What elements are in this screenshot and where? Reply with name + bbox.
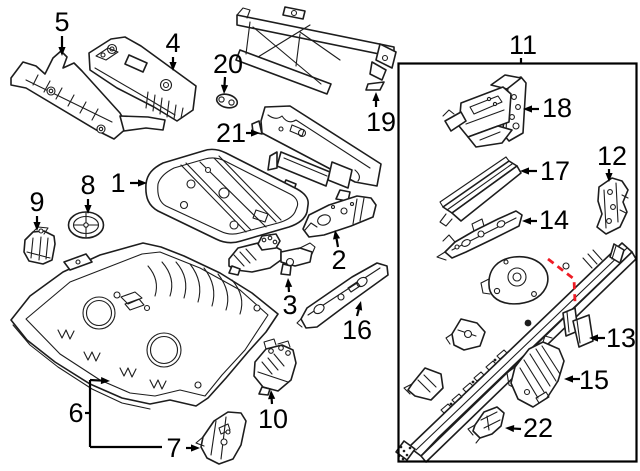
- callout-number-2: 2: [331, 245, 346, 275]
- callout-arrowhead-icon: [251, 129, 260, 137]
- part-7-drawing[interactable]: [195, 411, 247, 465]
- callout-19[interactable]: 19: [366, 92, 396, 137]
- callout-arrow-line: [89, 378, 102, 382]
- callout-arrowhead-icon: [333, 230, 341, 240]
- callout-arrowhead-icon: [169, 62, 177, 71]
- part-13-drawing[interactable]: [562, 307, 594, 348]
- callout-number-6: 6: [68, 398, 83, 428]
- highlight-dashed-line: [547, 257, 577, 303]
- part-21-drawing[interactable]: [251, 105, 382, 202]
- callout-arrow-line: [335, 238, 340, 248]
- callout-arrowhead-icon: [355, 301, 363, 311]
- part-18-drawing[interactable]: [442, 74, 527, 148]
- callout-arrowhead-icon: [589, 334, 598, 342]
- callout-arrowhead-icon: [191, 444, 200, 452]
- part-15-drawing[interactable]: [506, 335, 565, 408]
- callout-arrowhead-icon: [605, 173, 613, 182]
- part-3-drawing[interactable]: [228, 233, 316, 276]
- callout-number-11: 11: [509, 30, 537, 60]
- callout-number-8: 8: [80, 170, 95, 200]
- part-22-drawing[interactable]: [467, 406, 505, 444]
- callout-number-14: 14: [539, 205, 569, 235]
- callout-number-4: 4: [165, 28, 180, 58]
- callout-21[interactable]: 21: [216, 118, 260, 148]
- part-14-drawing[interactable]: [436, 210, 523, 261]
- callout-arrowhead-icon: [138, 179, 147, 187]
- callout-number-22: 22: [523, 413, 553, 443]
- part-6-drawing[interactable]: [10, 242, 279, 410]
- callout-15[interactable]: 15: [564, 365, 609, 395]
- part-4-drawing[interactable]: [88, 36, 197, 122]
- callout-5[interactable]: 5: [54, 7, 70, 56]
- callout-arrowhead-icon: [523, 105, 532, 113]
- callout-number-18: 18: [542, 93, 572, 123]
- callout-number-15: 15: [579, 365, 609, 395]
- callout-arrowhead-icon: [58, 47, 66, 56]
- callout-number-5: 5: [54, 7, 69, 37]
- part-8-drawing[interactable]: [67, 211, 105, 239]
- callout-number-9: 9: [29, 187, 44, 217]
- callout-12[interactable]: 12: [597, 141, 627, 182]
- group-box-11: [397, 62, 638, 463]
- callout-arrowhead-icon: [564, 375, 573, 383]
- part-17-drawing[interactable]: [439, 156, 522, 227]
- callout-arrowhead-icon: [268, 390, 276, 400]
- callout-arrowhead-icon: [100, 376, 110, 385]
- part-16-drawing[interactable]: [296, 262, 389, 329]
- part-12-drawing[interactable]: [596, 177, 629, 235]
- callout-7[interactable]: 7: [166, 433, 200, 463]
- callout-17[interactable]: 17: [520, 156, 570, 186]
- callout-1[interactable]: 1: [110, 168, 147, 198]
- callout-13[interactable]: 13: [589, 323, 636, 353]
- callout-number-12: 12: [597, 141, 627, 171]
- part-1-drawing[interactable]: [145, 148, 309, 244]
- callout-number-7: 7: [166, 433, 181, 463]
- callout-2[interactable]: 2: [331, 230, 347, 275]
- part-9-drawing[interactable]: [23, 226, 56, 265]
- callout-arrowhead-icon: [372, 92, 380, 101]
- callout-11[interactable]: 11: [509, 30, 537, 64]
- callout-arrowhead-icon: [522, 217, 531, 225]
- callout-10[interactable]: 10: [258, 390, 288, 434]
- callout-4[interactable]: 4: [165, 28, 181, 71]
- callout-number-13: 13: [606, 323, 636, 353]
- callout-number-10: 10: [258, 404, 288, 434]
- callout-arrowhead-icon: [220, 84, 229, 94]
- callout-6[interactable]: 6: [68, 376, 162, 449]
- callout-number-1: 1: [110, 168, 125, 198]
- part-2-drawing[interactable]: [302, 195, 377, 238]
- callout-18[interactable]: 18: [523, 93, 572, 123]
- part-20-drawing[interactable]: [215, 92, 239, 110]
- callout-8[interactable]: 8: [80, 170, 96, 214]
- callout-number-21: 21: [216, 118, 246, 148]
- callout-16[interactable]: 16: [342, 301, 372, 345]
- callout-number-3: 3: [282, 290, 297, 320]
- callout-arrowhead-icon: [505, 424, 515, 433]
- callout-arrow-line: [355, 309, 360, 317]
- callout-20[interactable]: 20: [213, 49, 243, 94]
- part-10-drawing[interactable]: [253, 338, 297, 396]
- callout-arrowhead-icon: [520, 167, 529, 175]
- callout-arrowhead-icon: [84, 205, 92, 214]
- callout-number-16: 16: [342, 315, 372, 345]
- part-19-drawing[interactable]: [235, 6, 397, 95]
- callout-22[interactable]: 22: [505, 413, 553, 443]
- callout-9[interactable]: 9: [29, 187, 45, 231]
- callout-14[interactable]: 14: [522, 205, 569, 235]
- callout-arrowhead-icon: [33, 222, 41, 231]
- callout-number-20: 20: [213, 49, 243, 79]
- callout-3[interactable]: 3: [282, 278, 298, 320]
- callout-number-17: 17: [540, 156, 570, 186]
- part-5-drawing[interactable]: [10, 50, 166, 140]
- callout-arrowhead-icon: [285, 278, 293, 288]
- callout-number-19: 19: [366, 107, 396, 137]
